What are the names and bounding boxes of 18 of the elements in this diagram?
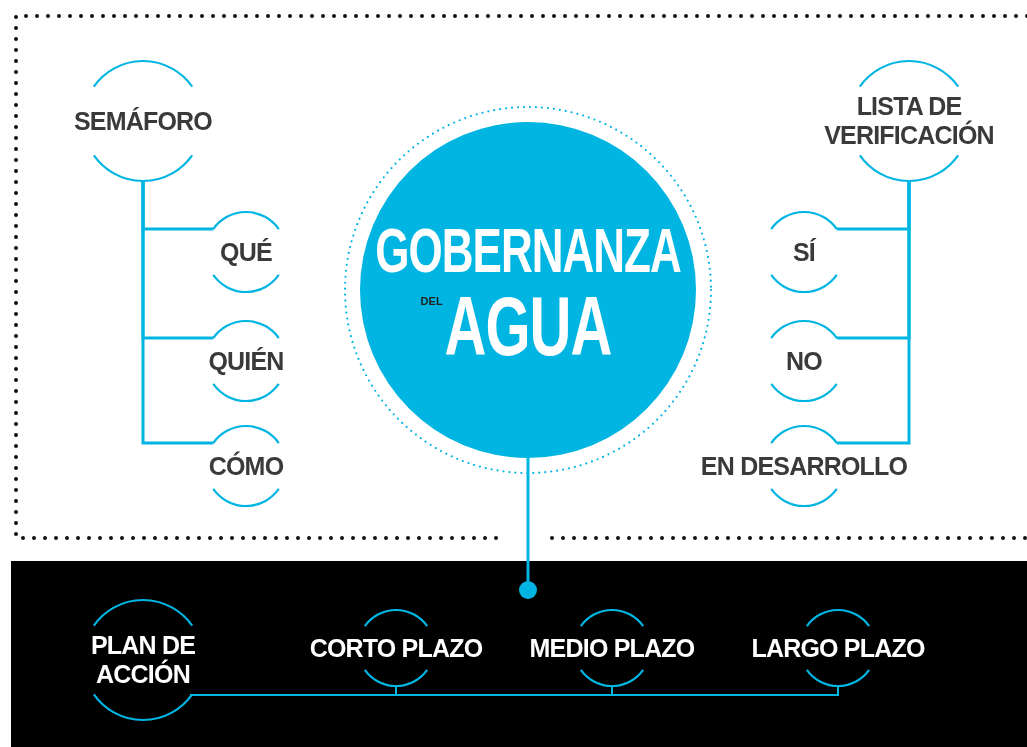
node-label: EN DESARROLLO <box>700 451 908 481</box>
node-label: PLAN DE ACCIÓN <box>89 631 197 689</box>
node-label: SEMÁFORO <box>73 106 212 136</box>
topic-title: DEL <box>420 295 443 307</box>
action-band <box>11 561 1027 747</box>
node-label: QUIÉN <box>208 346 284 376</box>
node-label: LISTA DE VERIFICACIÓN <box>823 92 995 150</box>
connector-line <box>519 458 537 599</box>
connector-line <box>189 685 839 696</box>
connector-line <box>836 181 911 445</box>
node-label: MEDIO PLAZO <box>529 633 695 663</box>
node-label: QUÉ <box>220 237 272 267</box>
node-label: CORTO PLAZO <box>309 633 483 663</box>
connector-line <box>141 181 214 445</box>
node-label: SÍ <box>793 237 815 267</box>
node-label: CÓMO <box>208 451 284 481</box>
node-label: NO <box>786 346 822 376</box>
node-label: LARGO PLAZO <box>751 633 925 663</box>
